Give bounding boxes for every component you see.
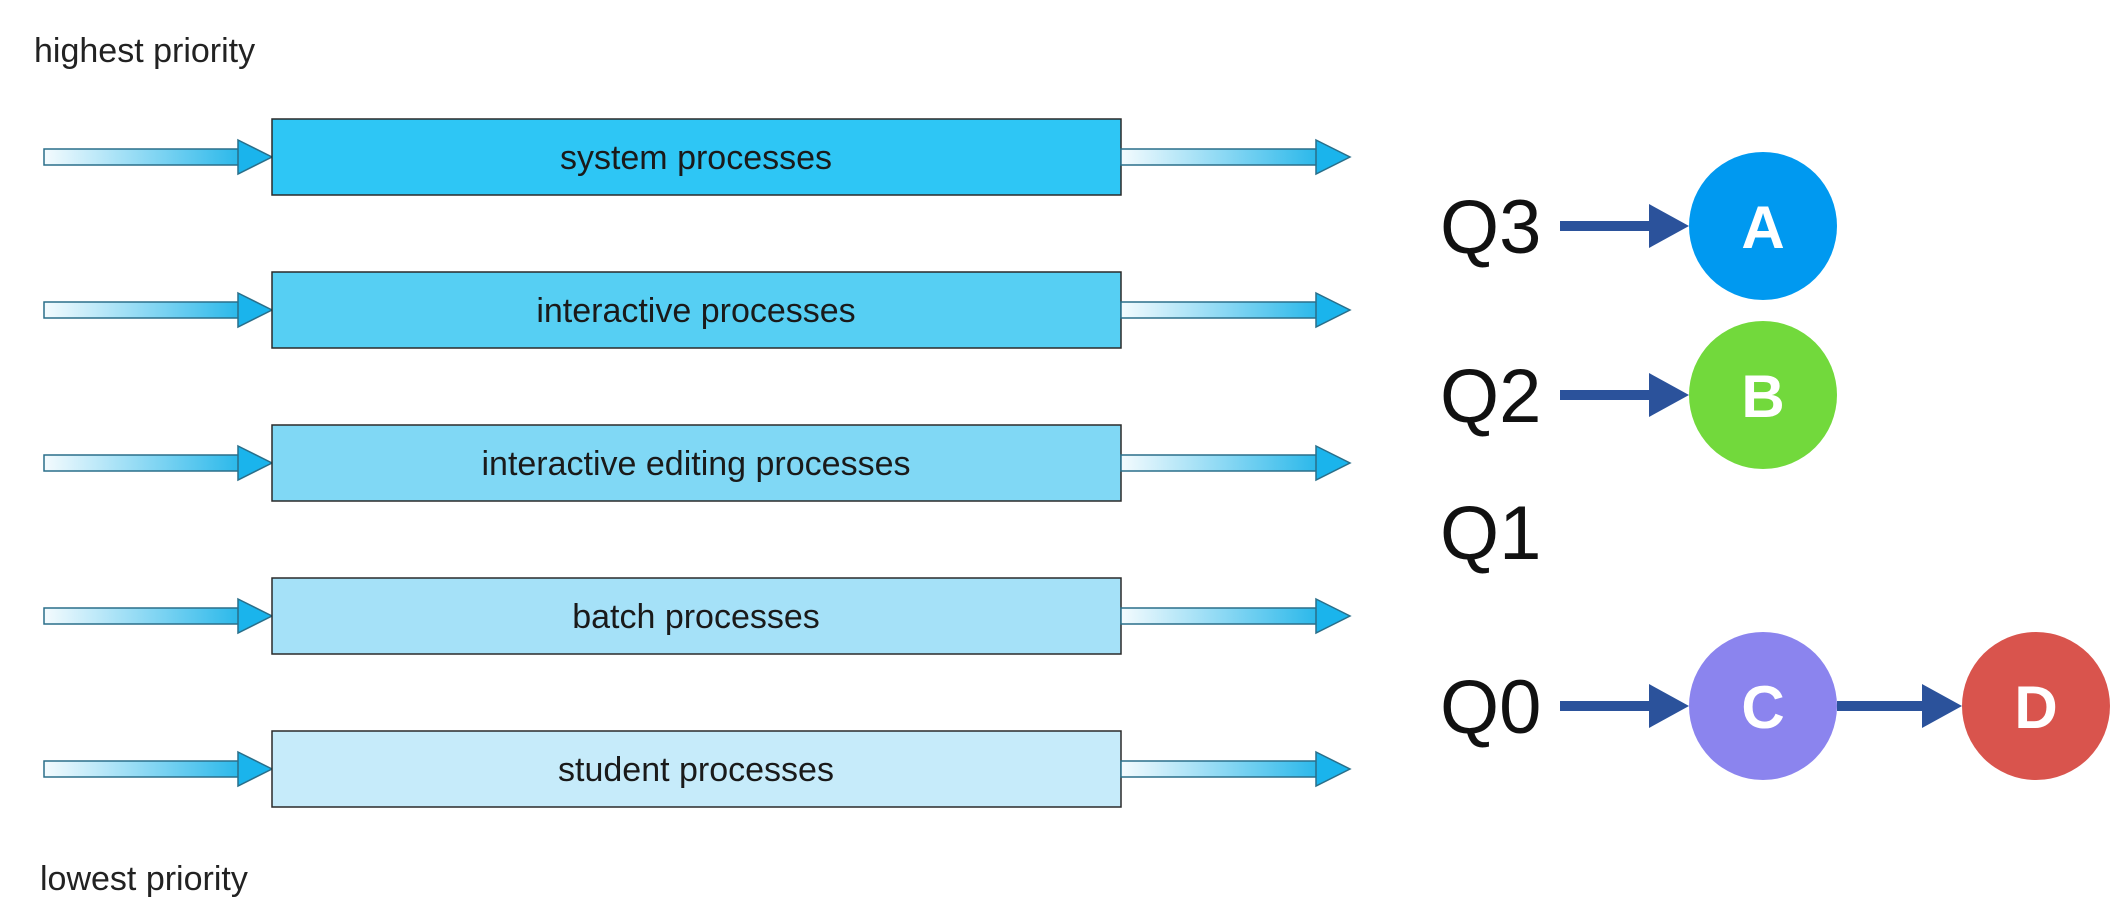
queue-box	[271, 730, 1122, 808]
queue-arrow-icon	[1837, 684, 1962, 728]
queue-output-arrow-icon	[1120, 750, 1352, 788]
queue-box	[271, 118, 1122, 196]
lowest-priority-label: lowest priority	[40, 860, 248, 898]
queue-input-arrow-icon	[43, 444, 274, 482]
queue-input-arrow-icon	[43, 138, 274, 176]
queue-output-arrow-icon	[1120, 138, 1352, 176]
queue-input-arrow-icon	[43, 597, 274, 635]
queue-label: interactive editing processes	[481, 445, 910, 483]
queue-row: batch processes	[43, 577, 1352, 655]
queue-input-arrow-icon	[43, 750, 274, 788]
queue-row: interactive processes	[43, 271, 1352, 349]
process-node-label: D	[2014, 674, 2057, 741]
process-node: C	[1689, 632, 1837, 780]
queue-label: batch processes	[572, 598, 820, 636]
queue-label: system processes	[560, 139, 832, 177]
process-node-label: B	[1741, 363, 1784, 430]
priority-level: Q0 C D	[1440, 632, 2110, 780]
queue-box	[271, 577, 1122, 655]
priority-level: Q2 B	[1440, 321, 1837, 469]
queue-row: student processes	[43, 730, 1352, 808]
queue-box	[271, 424, 1122, 502]
process-node-label: A	[1741, 194, 1784, 261]
queue-output-arrow-icon	[1120, 444, 1352, 482]
queue-output-arrow-icon	[1120, 597, 1352, 635]
queue-input-arrow-icon	[43, 291, 274, 329]
queue-arrow-icon	[1560, 373, 1689, 417]
queue-arrow-icon	[1560, 204, 1689, 248]
process-node: D	[1962, 632, 2110, 780]
queue-box	[271, 271, 1122, 349]
level-label: Q3	[1440, 185, 1541, 270]
priority-level: Q1	[1440, 491, 1541, 576]
queue-row: interactive editing processes	[43, 424, 1352, 502]
level-label: Q2	[1440, 354, 1541, 439]
process-node: B	[1689, 321, 1837, 469]
level-label: Q1	[1440, 491, 1541, 576]
highest-priority-label: highest priority	[34, 32, 255, 70]
queue-list: system processes interactive processes int…	[43, 118, 1352, 808]
queue-row: system processes	[43, 118, 1352, 196]
queue-label: interactive processes	[536, 292, 855, 330]
level-label: Q0	[1440, 665, 1541, 750]
queue-label: student processes	[558, 751, 834, 789]
queue-arrow-icon	[1560, 684, 1689, 728]
process-node: A	[1689, 152, 1837, 300]
queue-output-arrow-icon	[1120, 291, 1352, 329]
process-node-label: C	[1741, 674, 1784, 741]
priority-level: Q3 A	[1440, 152, 1837, 300]
